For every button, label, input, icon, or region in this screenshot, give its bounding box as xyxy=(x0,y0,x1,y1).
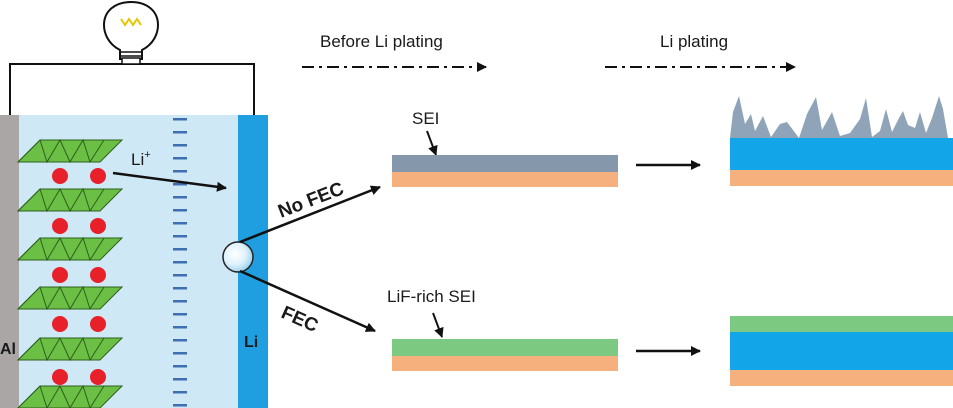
substrate-layer xyxy=(730,370,953,386)
substrate-layer xyxy=(730,170,953,186)
lif-sei-pointer xyxy=(432,312,444,338)
cathode-layers xyxy=(16,138,124,408)
li-ion-label: Li+ xyxy=(131,149,151,169)
header-li-plating: Li plating xyxy=(660,32,728,51)
substrate-layer xyxy=(392,356,618,371)
cathode-layer xyxy=(16,285,124,311)
li-ion xyxy=(90,218,106,234)
li-label: Li xyxy=(244,334,258,351)
cathode-layer xyxy=(16,236,124,262)
li-ions xyxy=(52,168,106,385)
li-ion xyxy=(90,267,106,283)
sei-layer xyxy=(392,155,618,172)
plated-li-layer xyxy=(730,138,953,170)
light-bulb-icon xyxy=(102,0,160,65)
fec-row: LiF-rich SEI xyxy=(387,287,953,386)
lif-sei-layer xyxy=(730,316,953,332)
cathode-layer xyxy=(17,384,124,408)
al-label: Al xyxy=(0,341,16,358)
li-ion xyxy=(52,267,68,283)
fec-arrow xyxy=(239,269,376,333)
uniform-plating xyxy=(730,316,953,386)
lif-sei-label: LiF-rich SEI xyxy=(387,287,476,306)
li-ion xyxy=(52,168,68,184)
no-fec-arrow xyxy=(239,185,381,244)
sei-pointer xyxy=(426,130,438,156)
li-ion xyxy=(52,316,68,332)
no-fec-row: SEI xyxy=(392,96,953,187)
li-ion xyxy=(52,369,68,385)
no-fec-label: No FEC xyxy=(275,178,347,222)
li-ion xyxy=(90,316,106,332)
zoom-bubble xyxy=(222,241,254,273)
li-dendrites xyxy=(730,96,948,138)
cathode-layer xyxy=(16,187,124,213)
fec-label: FEC xyxy=(278,302,322,337)
li-ion xyxy=(90,168,106,184)
substrate-layer xyxy=(392,172,618,187)
cathode-layer xyxy=(16,138,124,164)
battery-cell: Li+ Al Li xyxy=(0,0,268,408)
li-ion-arrow xyxy=(112,171,227,192)
lif-sei-layer xyxy=(392,339,618,356)
dendrite-growth xyxy=(730,96,953,186)
li-ion xyxy=(52,218,68,234)
al-collector xyxy=(0,115,19,408)
cathode-layer xyxy=(16,336,124,362)
circuit-wire xyxy=(9,63,255,115)
plated-li-layer xyxy=(730,332,953,370)
li-ion xyxy=(90,369,106,385)
sei-label: SEI xyxy=(412,109,439,128)
header-before-plating: Before Li plating xyxy=(320,32,443,51)
